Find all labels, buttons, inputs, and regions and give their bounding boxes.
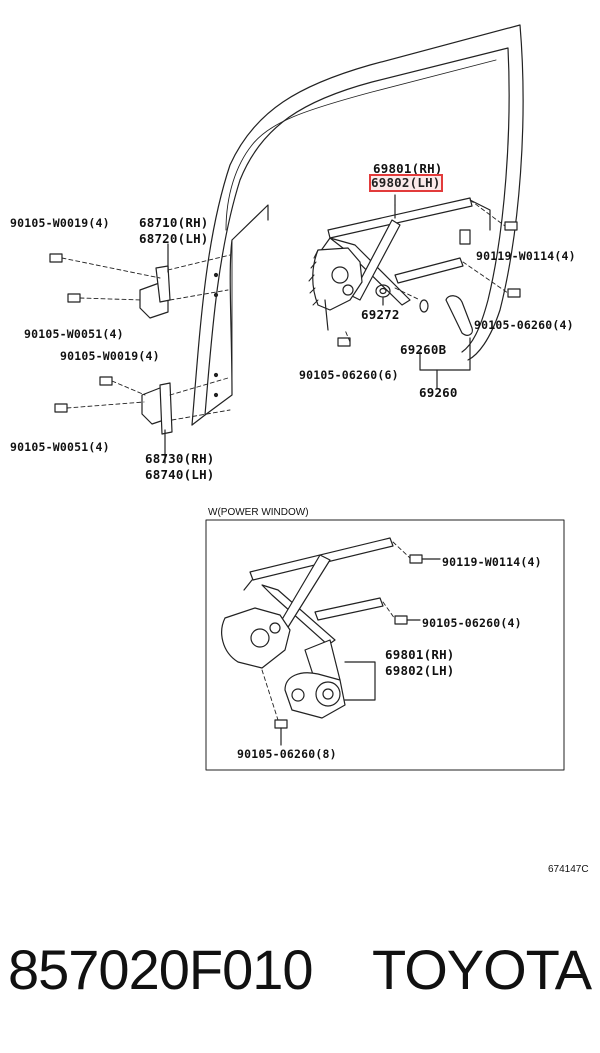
door-frame-outline bbox=[191, 24, 524, 426]
label-90105-w0051-upper[interactable]: 90105-W0051(4) bbox=[24, 327, 124, 341]
inset-label-69802-lh[interactable]: 69802(LH) bbox=[385, 663, 455, 678]
label-90119-w0114[interactable]: 90119-W0114(4) bbox=[476, 249, 576, 263]
bolt-icons bbox=[49, 221, 521, 413]
lower-hinge bbox=[141, 382, 173, 435]
part-number: 857020F010 bbox=[8, 938, 314, 1001]
label-90105-w0019-upper[interactable]: 90105-W0019(4) bbox=[10, 216, 110, 230]
label-69260b[interactable]: 69260B bbox=[400, 342, 447, 357]
regulator-assembly bbox=[308, 197, 473, 331]
handle-69260 bbox=[445, 295, 473, 336]
label-68730-rh[interactable]: 68730(RH) bbox=[145, 451, 215, 466]
brand-name: TOYOTA bbox=[372, 938, 592, 1001]
inset-label-90119-w0114[interactable]: 90119-W0114(4) bbox=[442, 555, 542, 569]
label-69801-rh[interactable]: 69801(RH) bbox=[373, 161, 443, 176]
clip-69260b bbox=[419, 299, 429, 313]
inset-regulator bbox=[221, 537, 394, 719]
door-frame-inner bbox=[204, 47, 510, 416]
label-68720-lh[interactable]: 68720(LH) bbox=[139, 231, 209, 246]
upper-hinge bbox=[139, 265, 171, 319]
washer-69272 bbox=[375, 284, 391, 298]
label-90105-w0019-lower[interactable]: 90105-W0019(4) bbox=[60, 349, 160, 363]
inset-label-90105-06260-8[interactable]: 90105-06260(8) bbox=[237, 747, 337, 761]
inset-label-69801-rh[interactable]: 69801(RH) bbox=[385, 647, 455, 662]
parts-diagram: 69801(RH) 69802(LH) 68710(RH) 68720(LH) … bbox=[10, 24, 589, 875]
label-69260[interactable]: 69260 bbox=[419, 385, 458, 400]
door-regulator-illustration bbox=[49, 24, 565, 771]
label-90105-w0051-lower[interactable]: 90105-W0051(4) bbox=[10, 440, 110, 454]
label-68740-lh[interactable]: 68740(LH) bbox=[145, 467, 215, 482]
label-69802-lh-highlighted[interactable]: 69802(LH) bbox=[369, 174, 443, 192]
label-90105-06260-6[interactable]: 90105-06260(6) bbox=[299, 368, 399, 382]
door-frame-glass-edge bbox=[225, 59, 497, 231]
inset-frame bbox=[205, 519, 565, 771]
inset-title: W(POWER WINDOW) bbox=[208, 507, 309, 518]
label-90105-06260-4[interactable]: 90105-06260(4) bbox=[474, 318, 574, 332]
inset-label-90105-06260-4[interactable]: 90105-06260(4) bbox=[422, 616, 522, 630]
label-68710-rh[interactable]: 68710(RH) bbox=[139, 215, 209, 230]
illustration-code: 674147C bbox=[548, 864, 589, 875]
footer: 857020F010 TOYOTA bbox=[0, 935, 600, 1005]
label-69272[interactable]: 69272 bbox=[361, 307, 400, 322]
